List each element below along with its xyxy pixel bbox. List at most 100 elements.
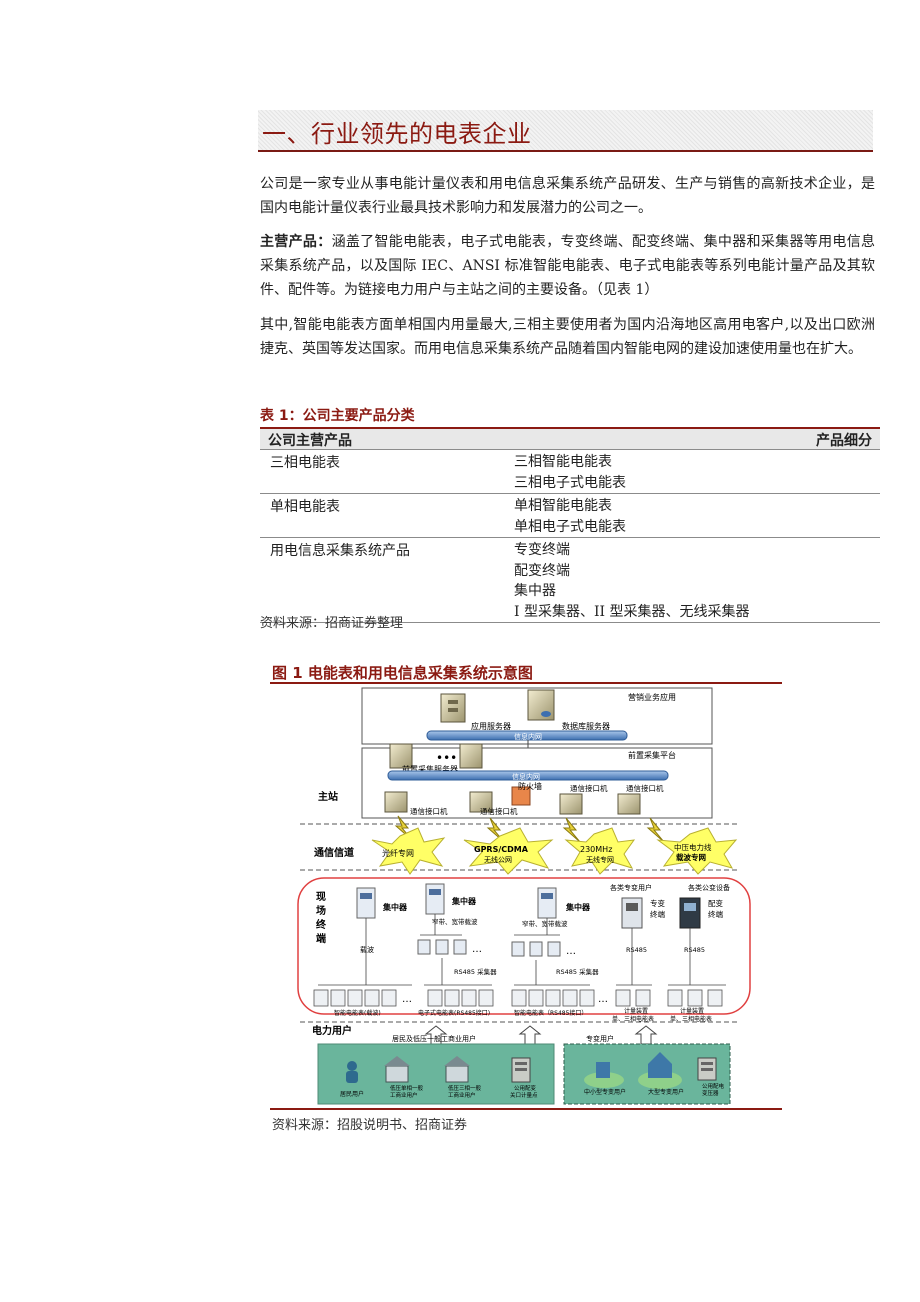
factory-icon — [638, 1052, 682, 1089]
table-source: 资料来源：招商证券整理 — [260, 616, 404, 631]
meter-icon-row — [313, 989, 723, 1007]
front-server-label: 前置采集服务器 — [402, 764, 458, 774]
firewall-label: 防火墙 — [518, 781, 542, 791]
channel-label: 通信信道 — [314, 846, 354, 859]
transformer-icon — [697, 1057, 717, 1081]
table-row: 单相电能表 单相智能电能表 单相电子式电能表 — [260, 494, 880, 538]
ellipsis-icon: … — [472, 944, 482, 955]
radio-channel-icon: 230MHz 无线专网 — [562, 817, 636, 875]
svg-text:230MHz: 230MHz — [580, 845, 612, 854]
product-table: 公司主营产品 产品细分 三相电能表 三相智能电能表 三相电子式电能表 单相电能表… — [260, 427, 880, 623]
resident-user-icon — [346, 1061, 358, 1083]
firewall-icon — [511, 786, 531, 806]
table-cell-item: 集中器 — [514, 583, 556, 599]
master-station-label: 主站 — [318, 790, 338, 803]
table-cell-item: 三相电子式电能表 — [514, 474, 626, 491]
user-label: 工商业用户 — [390, 1091, 418, 1099]
table-cell-item: 专变终端 — [514, 542, 570, 558]
user-label: 变压器 — [702, 1089, 719, 1097]
svg-text:无线公网: 无线公网 — [484, 855, 512, 864]
special-terminal-label: 专变 — [650, 898, 665, 908]
collector-icon — [417, 939, 467, 955]
table-cell-product: 单相电能表 — [270, 499, 340, 515]
intro-paragraph: 公司是一家专业从事电能计量仪表和用电信息采集系统产品研发、生产与销售的高新技术企… — [260, 176, 875, 216]
table-row: 三相电能表 三相智能电能表 三相电子式电能表 — [260, 450, 880, 494]
ellipsis-icon: … — [566, 946, 576, 957]
user-label: 公用配电 — [702, 1082, 725, 1090]
meter-label: 电子式电能表(RS485接口) — [418, 1009, 490, 1017]
app-server-icon — [440, 693, 466, 723]
concentrator-label: 集中器 — [382, 902, 408, 912]
svg-text:专变用户: 专变用户 — [586, 1034, 614, 1043]
ellipsis-icon: … — [402, 994, 412, 1005]
figure-source: 资料来源：招股说明书、招商证券 — [272, 1118, 468, 1133]
table-cell-item: 配变终端 — [514, 562, 570, 579]
meter-label: 计量装置 — [624, 1007, 648, 1015]
shop-icon — [384, 1056, 410, 1083]
table-cell-product: 三相电能表 — [270, 455, 340, 471]
collector-icon — [511, 941, 561, 957]
svg-text:GPRS/CDMA: GPRS/CDMA — [474, 845, 529, 854]
svg-text:居民及低压一般工商业用户: 居民及低压一般工商业用户 — [392, 1034, 476, 1043]
concentrator-icon — [356, 887, 376, 919]
table-header-product: 公司主营产品 — [268, 433, 352, 449]
comm-port-icon — [469, 791, 493, 813]
power-user-label: 电力用户 — [312, 1024, 352, 1037]
comm-port-label: 通信接口机 — [480, 806, 518, 816]
user-label: 公用配变 — [514, 1084, 537, 1092]
transformer-icon — [511, 1057, 531, 1083]
svg-text:载波专网: 载波专网 — [676, 852, 706, 862]
special-terminal-icon — [621, 897, 643, 929]
user-label: 工商业用户 — [448, 1091, 476, 1099]
table-cell-item: 三相智能电能表 — [514, 454, 612, 470]
svg-text:终: 终 — [316, 918, 327, 931]
figure-bottom-rule — [270, 1108, 782, 1110]
figure-caption: 图 1 电能表和用电信息采集系统示意图 — [272, 664, 533, 682]
concentrator-label: 集中器 — [565, 902, 591, 912]
svg-text:信息内网: 信息内网 — [512, 772, 540, 781]
svg-text:无线专网: 无线专网 — [586, 855, 614, 864]
concentrator-icon — [537, 887, 557, 919]
up-arrow-icon — [518, 1025, 542, 1045]
comm-port-icon — [559, 793, 583, 815]
carrier-label: 窄带、宽带载波 — [432, 917, 478, 926]
distribution-terminal-label: 终端 — [708, 909, 723, 919]
products-label: 主营产品： — [260, 234, 332, 250]
public-device-label: 各类公变设备 — [688, 883, 730, 892]
table-header: 公司主营产品 产品细分 — [260, 429, 880, 450]
distribution-terminal-icon — [679, 897, 701, 929]
user-label: 低压三相一般 — [448, 1084, 482, 1092]
svg-text:现: 现 — [316, 891, 326, 903]
front-server-icon — [459, 743, 483, 769]
up-arrow-icon — [634, 1025, 658, 1045]
comm-port-label: 通信接口机 — [570, 783, 608, 793]
svg-text:端: 端 — [316, 932, 326, 945]
user-label: 大型专变用户 — [648, 1088, 684, 1096]
intranet-bus-2: 信息内网 — [387, 770, 669, 781]
table-row: 用电信息采集系统产品 专变终端 配变终端 集中器 I 型采集器、II 型采集器、… — [260, 538, 880, 623]
section-heading-bar: 一、行业领先的电表企业 — [258, 110, 873, 152]
field-terminal-frame — [297, 877, 751, 1015]
concentrator-icon — [425, 883, 445, 915]
products-paragraph: 主营产品：涵盖了智能电能表，电子式电能表，专变终端、配变终端、集中器和采集器等用… — [260, 230, 875, 302]
table-cell-item: 单相电子式电能表 — [514, 518, 626, 535]
comm-port-icon — [384, 791, 408, 813]
front-platform-box: 前置采集平台 — [361, 747, 713, 819]
meter-label: 智能电能表（RS485接口） — [514, 1009, 587, 1017]
rs485-label: RS485 — [626, 946, 647, 954]
fiber-channel-icon: 光纤专网 — [371, 815, 446, 875]
table-cell-item: 单相智能电能表 — [514, 498, 612, 514]
db-server-label: 数据库服务器 — [562, 721, 610, 731]
distribution-terminal-label: 配变 — [708, 898, 723, 908]
rs485-collector-label: RS485 采集器 — [556, 967, 599, 976]
svg-text:信息内网: 信息内网 — [514, 732, 542, 741]
ellipsis-icon: ••• — [436, 751, 457, 765]
comm-port-icon — [617, 793, 641, 815]
factory-icon — [584, 1062, 624, 1088]
db-server-icon — [527, 689, 555, 721]
svg-text:营销业务应用: 营销业务应用 — [628, 692, 676, 702]
user-label: 关口计量点 — [510, 1091, 538, 1099]
ellipsis-icon: … — [598, 994, 608, 1005]
svg-text:光纤专网: 光纤专网 — [382, 848, 414, 858]
